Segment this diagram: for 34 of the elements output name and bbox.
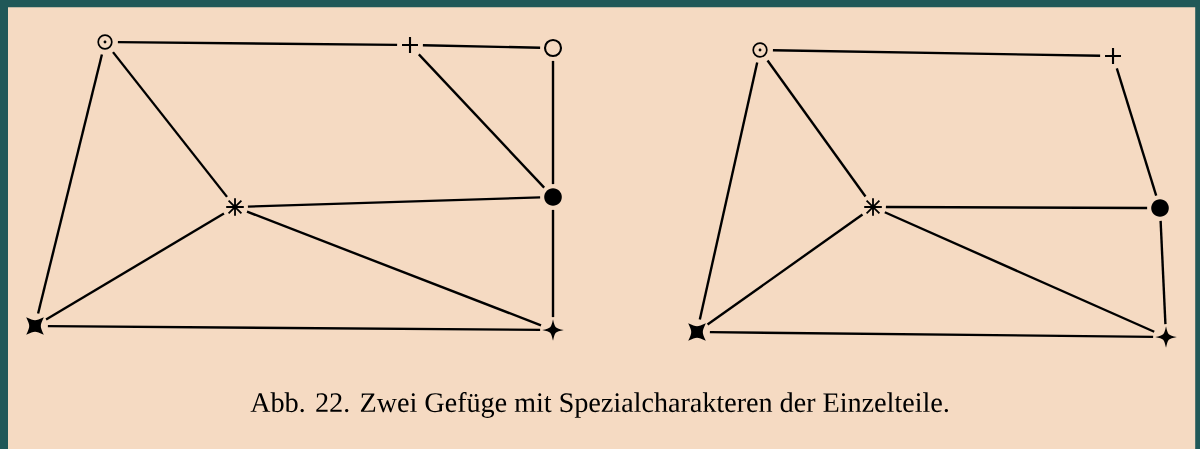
- connecting-line: [422, 44, 541, 49]
- connecting-line: [706, 213, 864, 326]
- connecting-line: [112, 51, 228, 198]
- connecting-line: [772, 49, 1101, 57]
- asterisk-symbol: [863, 197, 883, 217]
- star-symbol: [1155, 326, 1177, 348]
- dot-symbol: [1151, 199, 1169, 217]
- dotted-circle-symbol: [752, 42, 768, 58]
- star-symbol: [26, 317, 44, 335]
- connecting-line: [246, 210, 542, 327]
- circle-symbol: [543, 38, 563, 58]
- star-symbol: [542, 319, 564, 341]
- connecting-line: [551, 60, 555, 185]
- connecting-line: [47, 324, 541, 332]
- dot-symbol: [544, 188, 562, 206]
- cross-symbol: [400, 35, 420, 55]
- connecting-line: [45, 212, 225, 321]
- star-symbol: [688, 323, 706, 341]
- cross-symbol: [1103, 46, 1123, 66]
- connecting-line: [709, 330, 1154, 339]
- connecting-line: [698, 62, 759, 320]
- dotted-circle-symbol: [97, 34, 113, 50]
- connecting-line: [884, 211, 1155, 333]
- connecting-line: [885, 205, 1148, 210]
- connecting-line: [417, 53, 546, 189]
- caption: Abb. 22. Zwei Gefüge mit Spezialcharakteren der Einzelteile.: [250, 392, 948, 418]
- connecting-line: [766, 59, 867, 198]
- asterisk-symbol: [225, 197, 245, 217]
- connecting-line: [36, 54, 104, 314]
- connecting-line: [1159, 220, 1167, 325]
- connecting-line: [247, 196, 541, 208]
- connecting-line: [551, 209, 555, 318]
- connecting-line: [1115, 67, 1158, 197]
- connecting-line: [117, 40, 398, 47]
